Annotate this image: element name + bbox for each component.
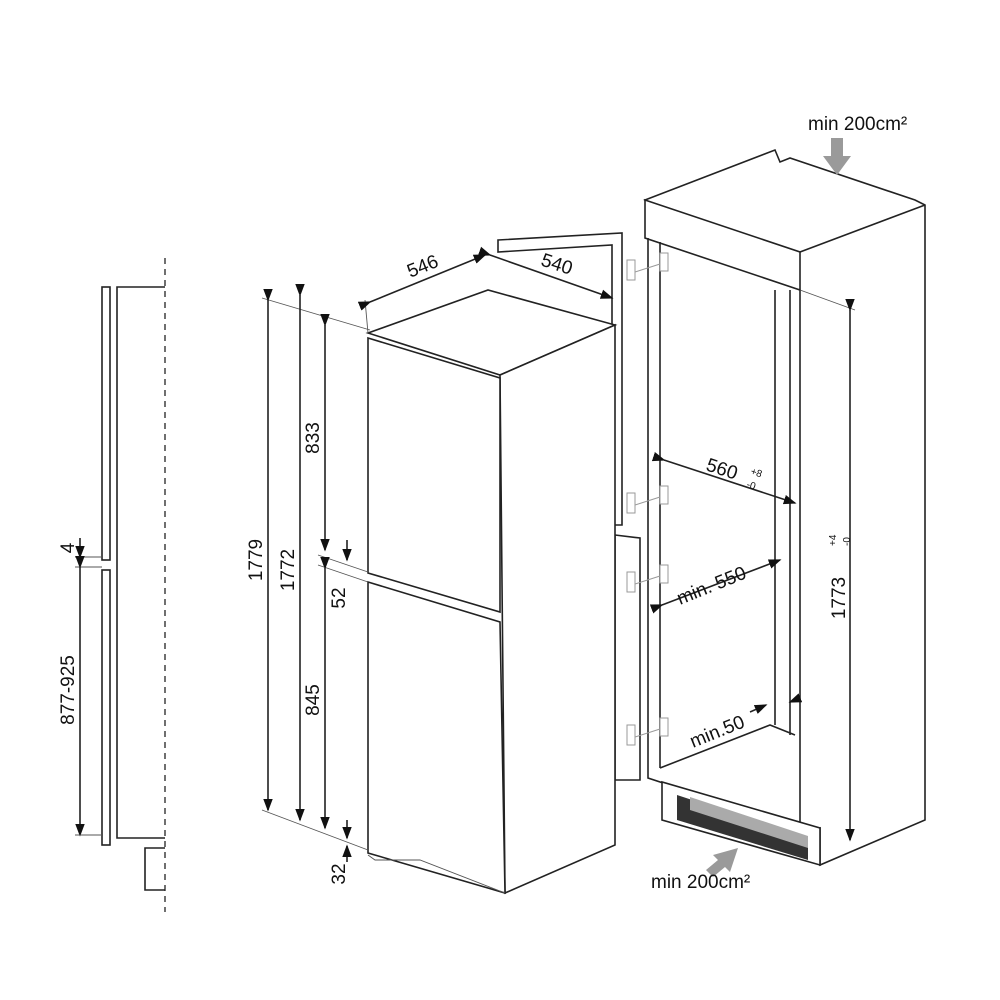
side-profile: 4 877-925 [58,258,166,912]
depth-dimension: 540 [538,250,575,280]
bottom-vent-arrow-icon [706,848,738,877]
gap-dimension: 4 [58,542,79,553]
width-dimension: 546 [404,251,441,282]
niche-height-dimension: 1773 [829,577,850,619]
body-height-dimension: 1772 [278,549,299,591]
upper-door [367,336,501,614]
niche-height-tol-plus: +4 [828,534,839,546]
total-height-dimension: 1779 [246,539,267,581]
niche-width-tol-plus: +8 [749,466,764,480]
appliance-profile [116,286,165,891]
top-vent-arrow-icon [823,138,851,175]
cabinet-body [643,148,926,867]
top-vent-label: min 200cm² [808,114,907,135]
lower-door [367,580,506,895]
lower-door-panel [101,569,111,846]
appliance-drawing: 546 540 1779 1772 833 52 845 32 [246,232,641,895]
niche-depth-dimension: min. 550 [674,563,749,610]
vent-grille-slot [690,797,808,848]
bottom-vent-label: min 200cm² [651,872,750,893]
cabinet-opening [647,238,801,829]
niche-width-dimension: 560 [703,455,740,485]
base-dimension: 32 [329,863,350,884]
niche-drawing: 560 +8 -0 min. 550 1773 +4 -0 min.50 min… [626,114,926,893]
appliance-side [499,323,616,895]
panel-height-dimension: 877-925 [58,655,79,725]
niche-height-tol-minus: -0 [842,537,853,546]
upper-door-panel [101,286,111,561]
base [367,854,506,894]
upper-door-dimension: 833 [303,422,324,454]
lower-door-dimension: 845 [303,684,324,716]
niche-width-tol-minus: -0 [745,479,757,492]
rear-gap-dimension: min.50 [687,712,748,753]
door-gap-dimension: 52 [329,587,350,608]
